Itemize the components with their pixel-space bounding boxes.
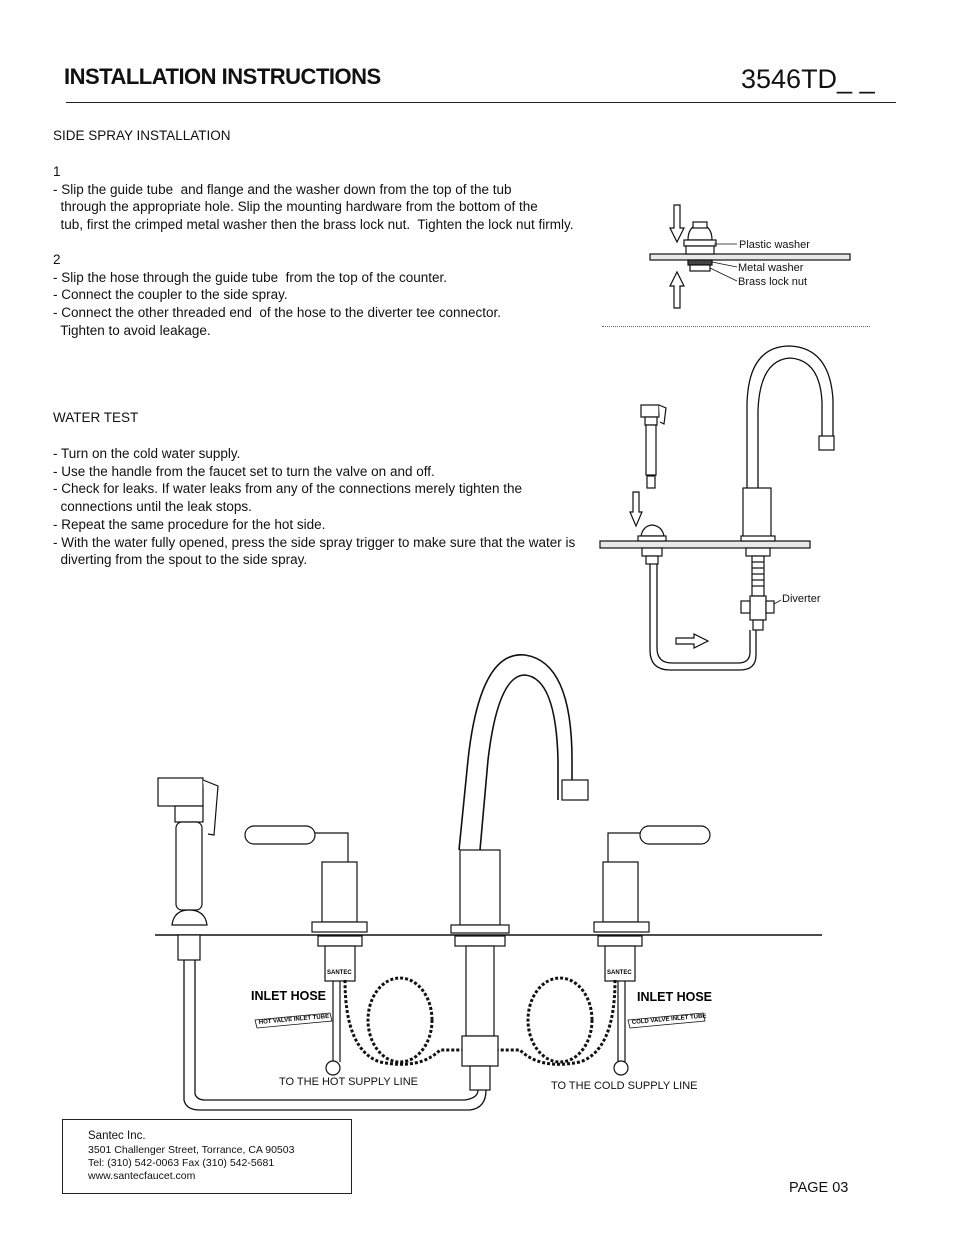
diagram-separator xyxy=(602,326,870,327)
company-info-box xyxy=(62,1119,352,1194)
washer-detail-diagram xyxy=(649,204,851,309)
diverter-label: Diverter xyxy=(782,593,821,605)
header-divider xyxy=(66,102,896,103)
water-test-steps: - Turn on the cold water supply. - Use t… xyxy=(53,446,576,568)
water-test-heading: WATER TEST xyxy=(53,410,139,425)
side-spray-heading: SIDE SPRAY INSTALLATION xyxy=(53,128,231,143)
hot-supply-label: TO THE HOT SUPPLY LINE xyxy=(279,1076,418,1088)
page-title: INSTALLATION INSTRUCTIONS xyxy=(64,64,381,89)
plastic-washer-label: Plastic washer xyxy=(739,239,810,251)
small-faucet-diagram xyxy=(599,345,835,671)
brand-mark-right: SANTEC xyxy=(607,970,632,976)
inlet-hose-right-label: INLET HOSE xyxy=(637,990,712,1004)
company-name: Santec Inc. xyxy=(88,1130,146,1142)
brass-lock-nut-label: Brass lock nut xyxy=(738,276,808,288)
main-faucet-diagram xyxy=(155,654,822,1111)
company-address: 3501 Challenger Street, Torrance, CA 905… xyxy=(88,1144,295,1156)
inlet-hose-left-label: INLET HOSE xyxy=(251,989,326,1003)
cold-supply-label: TO THE COLD SUPPLY LINE xyxy=(551,1080,698,1092)
model-number: 3546TD_ _ xyxy=(741,64,875,94)
brand-mark-left: SANTEC xyxy=(327,970,352,976)
metal-washer-label: Metal washer xyxy=(738,262,804,274)
company-website: www.santecfaucet.com xyxy=(88,1170,196,1182)
company-phone: Tel: (310) 542-0063 Fax (310) 542-5681 xyxy=(88,1157,275,1169)
side-spray-step-1: 1 - Slip the guide tube and flange and t… xyxy=(53,164,574,233)
page-number: PAGE 03 xyxy=(789,1180,849,1196)
side-spray-step-2: 2 - Slip the hose through the guide tube… xyxy=(53,252,502,338)
